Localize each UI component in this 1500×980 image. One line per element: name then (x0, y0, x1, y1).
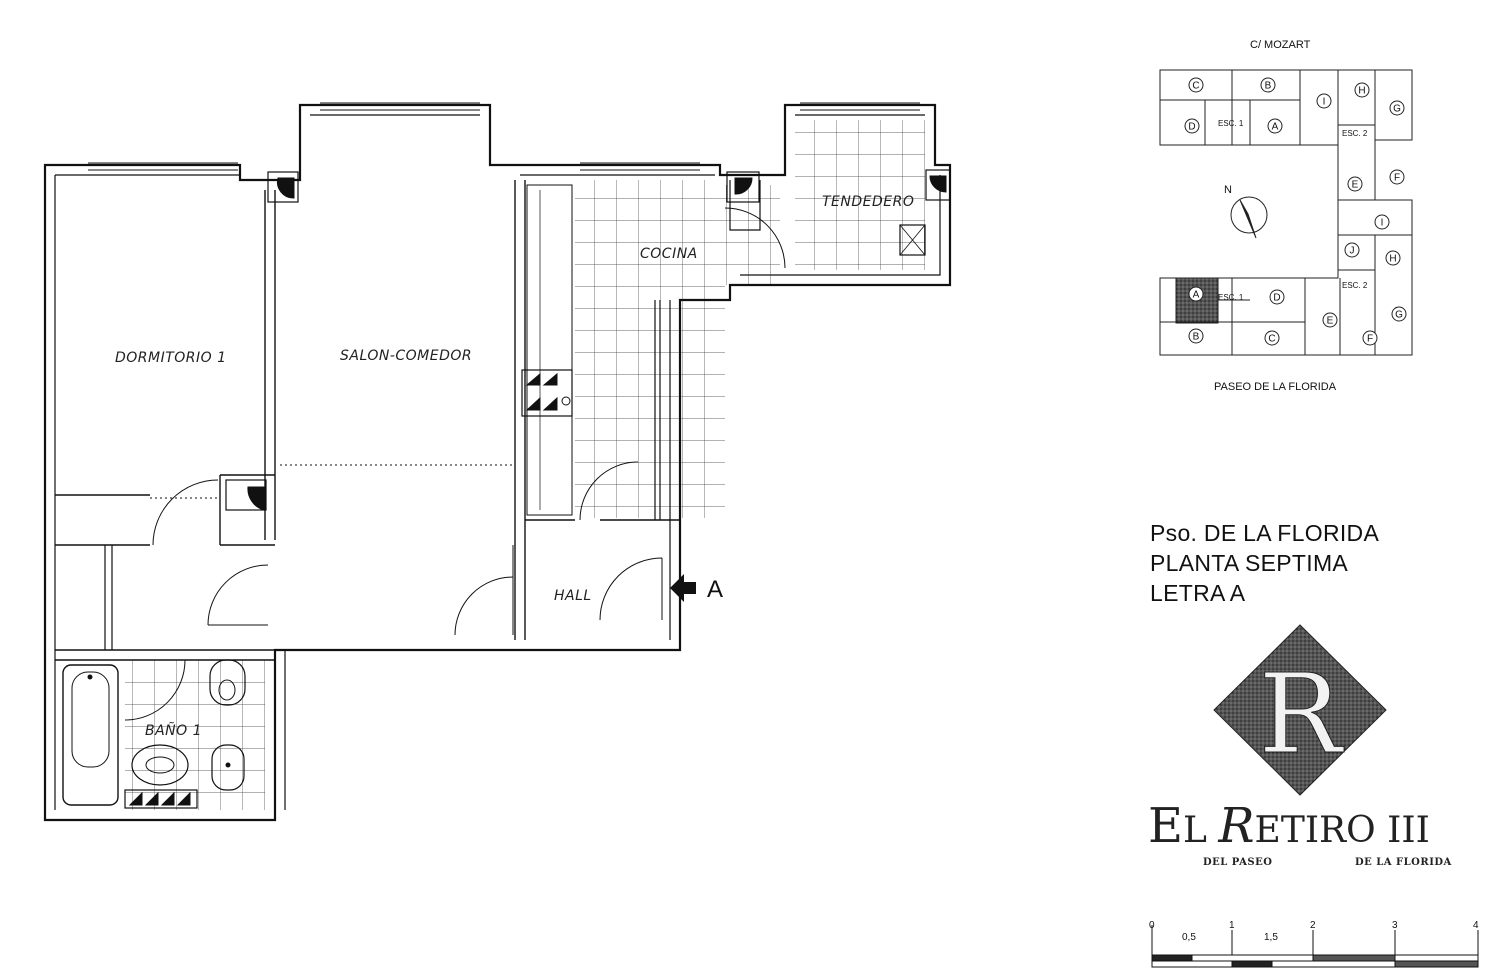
room-label-bano: BAÑO 1 (145, 722, 202, 739)
brand-monogram: R (1259, 650, 1345, 778)
brand-name-e: E (1148, 798, 1184, 854)
key-unit-circle-top-4 (1389, 100, 1405, 116)
key-unit-letter-top-5: D (1188, 122, 1195, 133)
scale-label-1: 1 (1229, 920, 1235, 931)
brand-name-l: L (1183, 810, 1219, 851)
brand-sub-left: DEL PASEO (1203, 857, 1273, 868)
key-unit-letter-top-10: J (1350, 246, 1355, 257)
key-street-top: C/ MOZART (1250, 39, 1311, 51)
room-label-dormitorio: DORMITORIO 1 (115, 350, 227, 366)
key-unit-letter-bottom-4: E (1327, 316, 1334, 327)
key-unit-circle-top-2 (1316, 93, 1332, 109)
scale-label-1-5: 1,5 (1264, 932, 1278, 943)
title-line-1: Pso. DE LA FLORIDA (1150, 520, 1380, 546)
key-unit-letter-top-2: I (1323, 97, 1326, 108)
key-street-bottom: PASEO DE LA FLORIDA (1214, 381, 1337, 393)
key-unit-circle-top-1 (1260, 77, 1276, 93)
key-unit-circle-top-0 (1188, 77, 1204, 93)
key-unit-circle-bottom-2 (1188, 328, 1204, 344)
title-line-3: LETRA A (1150, 580, 1246, 606)
entrance-letter: A (707, 576, 723, 603)
key-unit-circle-top-6 (1267, 118, 1283, 134)
key-unit-markers: C B I H G D A E F I J H A D B C E F G (1184, 77, 1407, 346)
room-label-salon: SALON-COMEDOR (340, 348, 472, 364)
key-unit-circle-top-9 (1374, 214, 1390, 230)
apartment-plan (43, 102, 952, 822)
key-unit-circle-top-8 (1389, 169, 1405, 185)
key-unit-circle-bottom-1 (1269, 289, 1285, 305)
key-unit-letter-bottom-5: F (1367, 334, 1373, 345)
key-unit-circle-top-5 (1184, 118, 1200, 134)
key-unit-circle-bottom-0 (1188, 286, 1204, 302)
key-unit-letter-top-11: H (1389, 254, 1396, 265)
brand-name: EL RETIRO III (1148, 798, 1430, 854)
key-unit-circle-bottom-4 (1322, 312, 1338, 328)
scale-label-4: 4 (1473, 920, 1479, 931)
brand-name-r: R (1218, 798, 1255, 854)
key-unit-letter-bottom-0: A (1193, 290, 1200, 301)
key-unit-letter-bottom-3: C (1268, 334, 1275, 345)
key-plan (1159, 69, 1413, 356)
key-stair-2: ESC. 2 (1342, 129, 1368, 138)
key-unit-circle-top-11 (1385, 250, 1401, 266)
key-unit-letter-bottom-1: D (1273, 293, 1280, 304)
key-unit-letter-top-9: I (1381, 218, 1384, 229)
key-unit-circle-bottom-6 (1391, 306, 1407, 322)
scale-bar (1151, 925, 1479, 968)
room-label-cocina: COCINA (640, 246, 698, 262)
key-unit-letter-bottom-6: G (1395, 310, 1403, 321)
scale-label-0-5: 0,5 (1182, 932, 1196, 943)
room-label-hall: HALL (554, 588, 592, 604)
key-unit-letter-top-0: C (1192, 81, 1199, 92)
key-unit-letter-top-3: H (1358, 86, 1365, 97)
key-north: N (1224, 184, 1232, 196)
brand-logo: R (1213, 624, 1387, 796)
key-unit-letter-top-7: E (1352, 180, 1359, 191)
title-line-2: PLANTA SEPTIMA (1150, 550, 1349, 576)
key-stair-3: ESC. 2 (1342, 281, 1368, 290)
brand-name-rest: ETIRO III (1254, 810, 1430, 851)
key-unit-circle-top-7 (1347, 176, 1363, 192)
key-unit-circle-bottom-5 (1362, 330, 1378, 346)
brand-sub-right: DE LA FLORIDA (1355, 857, 1452, 868)
key-stair-4: ESC. 1 (1218, 293, 1244, 302)
scale-label-2: 2 (1310, 920, 1316, 931)
key-unit-circle-top-3 (1354, 82, 1370, 98)
key-unit-circle-top-10 (1344, 242, 1360, 258)
key-unit-circle-bottom-3 (1264, 330, 1280, 346)
key-unit-letter-top-1: B (1265, 81, 1272, 92)
key-unit-letter-top-8: F (1394, 173, 1400, 184)
scale-label-3: 3 (1392, 920, 1398, 931)
room-label-tendedero: TENDEDERO (822, 194, 914, 210)
key-unit-letter-top-6: A (1272, 122, 1279, 133)
key-unit-letter-top-4: G (1393, 104, 1401, 115)
scale-label-0: 0 (1149, 920, 1155, 931)
key-stair-1: ESC. 1 (1218, 119, 1244, 128)
key-unit-letter-bottom-2: B (1193, 332, 1200, 343)
